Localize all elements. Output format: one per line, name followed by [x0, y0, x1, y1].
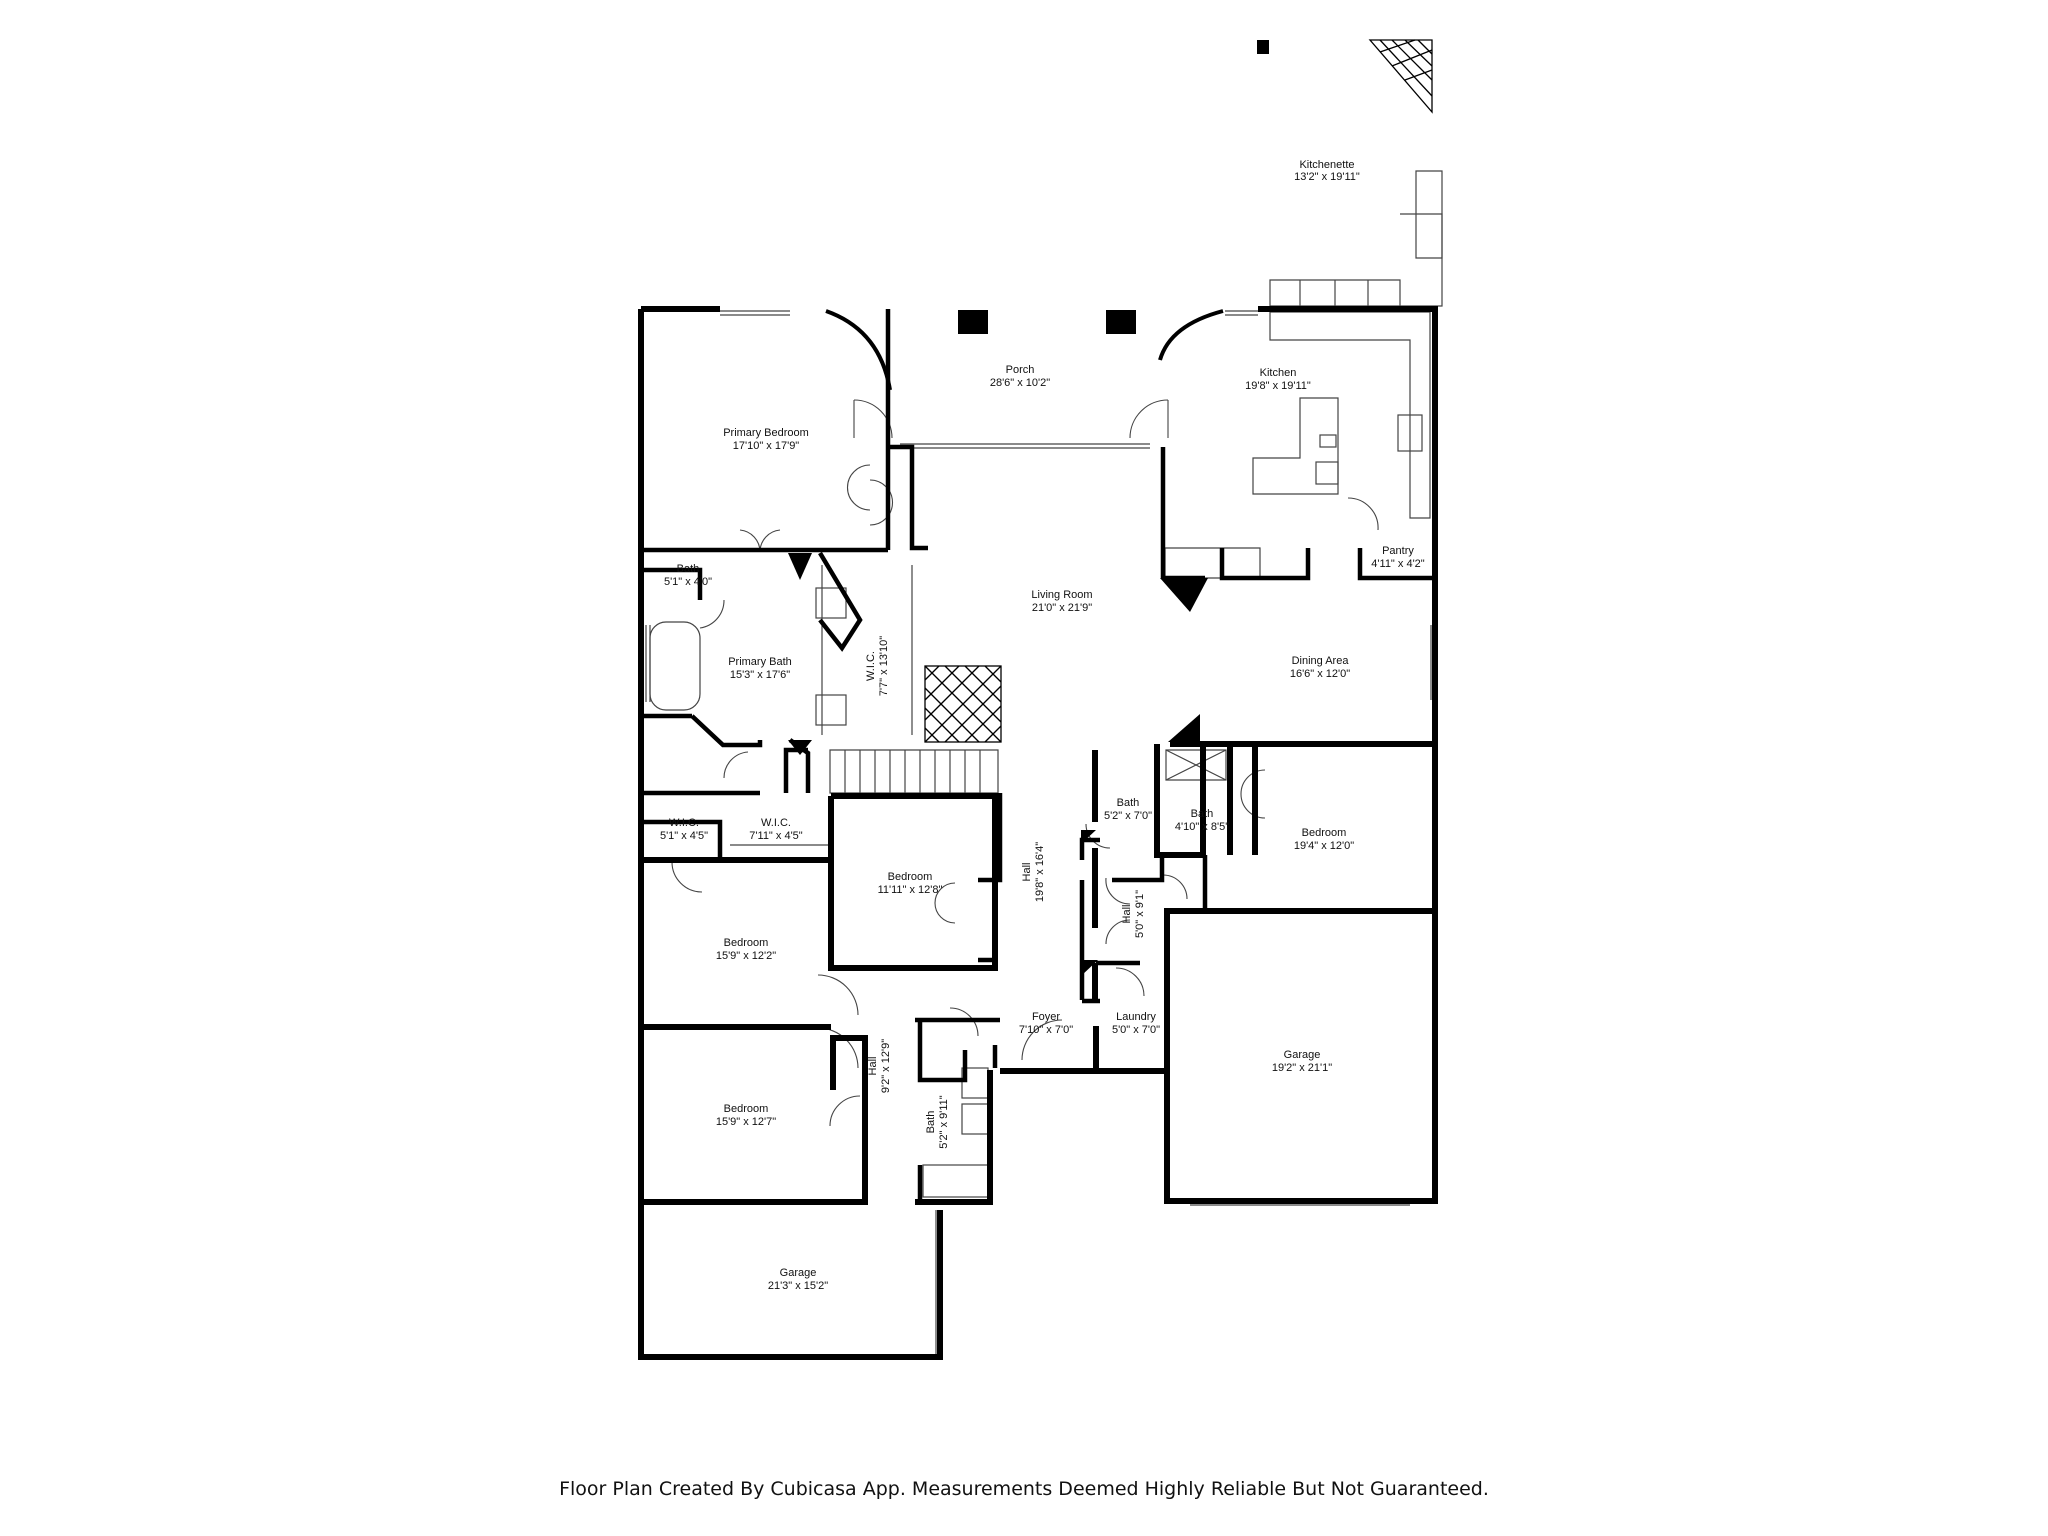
room-dims-hall-west: 9'2" x 12'9" [880, 1039, 892, 1093]
walls [638, 306, 1438, 1360]
room-name-kitchen: Kitchen [1260, 367, 1297, 379]
room-dims-laundry: 5'0" x 7'0" [1112, 1024, 1160, 1036]
room-name-bedroom-east: Bedroom [1302, 827, 1347, 839]
room-dims-wic-primary: 7'7" x 13'10" [878, 636, 890, 696]
room-dims-wic-2: 7'11" x 4'5" [749, 830, 802, 842]
room-name-hall-main: Hall [1021, 863, 1033, 882]
disclaimer-footer: Floor Plan Created By Cubicasa App. Meas… [559, 1478, 1489, 1500]
room-name-hall-west: Hall [867, 1057, 879, 1076]
room-dims-bedroom-west-2: 15'9" x 12'7" [716, 1116, 776, 1128]
room-name-garage-east: Garage [1284, 1049, 1321, 1061]
room-dims-porch: 28'6" x 10'2" [990, 377, 1050, 389]
room-name-wic-primary: W.I.C. [865, 651, 877, 681]
room-name-wic-1: W.I.C. [669, 817, 699, 829]
room-dims-hall-small: 5'0" x 9'1" [1134, 890, 1146, 938]
room-dims-kitchenette: 13'2" x 19'11" [1294, 171, 1360, 183]
doors [671, 399, 1379, 1127]
room-name-dining-area: Dining Area [1292, 655, 1350, 667]
room-name-bath-west: Bath [925, 1111, 937, 1134]
room-dims-wic-1: 5'1" x 4'5" [660, 830, 708, 842]
room-dims-garage-west: 21'3" x 15'2" [768, 1280, 828, 1292]
room-dims-foyer: 7'10" x 7'0" [1019, 1024, 1073, 1036]
room-name-wic-2: W.I.C. [761, 817, 791, 829]
hatched-areas [924, 39, 1433, 743]
room-dims-dining-area: 16'6" x 12'0" [1290, 668, 1350, 680]
room-labels: Kitchenette 13'2" x 19'11" Porch 28'6" x… [660, 159, 1425, 1292]
room-dims-bath-center: 5'2" x 7'0" [1104, 810, 1152, 822]
room-name-bath-primary: Bath [677, 563, 700, 575]
room-dims-living-room: 21'0" x 21'9" [1032, 602, 1092, 614]
room-dims-bedroom-east: 19'4" x 12'0" [1294, 840, 1354, 852]
room-name-porch: Porch [1006, 364, 1035, 376]
room-dims-pantry: 4'11" x 4'2" [1371, 558, 1424, 570]
room-dims-primary-bedroom: 17'10" x 17'9" [733, 440, 800, 452]
room-name-kitchenette: Kitchenette [1299, 159, 1354, 171]
room-dims-bath-primary: 5'1" x 4'0" [664, 576, 712, 588]
room-dims-bedroom-center: 11'11" x 12'8" [878, 884, 943, 896]
room-name-bath-center: Bath [1117, 797, 1140, 809]
room-name-primary-bath: Primary Bath [728, 656, 792, 668]
room-dims-hall-main: 19'8" x 16'4" [1034, 842, 1046, 902]
room-name-bedroom-center: Bedroom [888, 871, 933, 883]
bay-windows [825, 309, 1224, 391]
room-dims-primary-bath: 15'3" x 17'6" [730, 669, 790, 681]
room-name-bedroom-west-2: Bedroom [724, 1103, 769, 1115]
room-name-bedroom-west-1: Bedroom [724, 937, 769, 949]
room-dims-bath-west: 5'2" x 9'11" [938, 1095, 950, 1148]
room-dims-kitchen: 19'8" x 19'11" [1245, 380, 1311, 392]
room-name-laundry: Laundry [1116, 1011, 1156, 1023]
solid-elements [788, 40, 1269, 976]
room-name-hall-small: Hall [1121, 905, 1133, 924]
room-name-garage-west: Garage [780, 1267, 817, 1279]
room-dims-bath-east: 4'10" x 8'5" [1175, 821, 1229, 833]
room-dims-garage-east: 19'2" x 21'1" [1272, 1062, 1332, 1074]
room-name-pantry: Pantry [1382, 545, 1414, 557]
room-name-living-room: Living Room [1031, 589, 1092, 601]
room-name-foyer: Foyer [1032, 1011, 1060, 1023]
room-name-primary-bedroom: Primary Bedroom [723, 427, 809, 439]
fixtures [645, 170, 1443, 1356]
room-dims-bedroom-west-1: 15'9" x 12'2" [716, 950, 776, 962]
room-name-bath-east: Bath [1191, 808, 1214, 820]
